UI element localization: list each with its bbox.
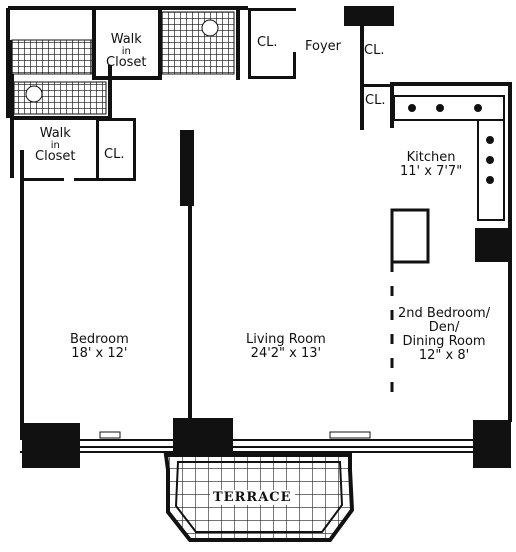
kitchen-size: 11' x 7'7" <box>400 164 463 179</box>
closet-foyer-upper-label: CL. <box>364 43 385 58</box>
den-line2: Den/ <box>428 320 460 335</box>
walk-in-closet-left-line1: Walk <box>39 126 71 141</box>
kitchen-counters <box>393 95 505 221</box>
den-label: 2nd Bedroom/ Den/ Dining Room 12" x 8' <box>398 307 490 363</box>
walk-in-closet-top-line2: in <box>121 46 131 57</box>
living-room-label: Living Room 24'2" x 13' <box>246 333 326 361</box>
exterior-walls <box>6 6 512 468</box>
interior-walls <box>10 8 509 426</box>
den-line1: 2nd Bedroom/ <box>398 306 491 321</box>
hatched-areas <box>11 11 235 115</box>
walk-in-closet-left-label: Walk in Closet <box>35 127 76 164</box>
closet-foyer-lower-label: CL. <box>365 93 386 108</box>
kitchen-label: Kitchen 11' x 7'7" <box>400 151 462 179</box>
closet-left-label: CL. <box>104 147 125 162</box>
closet-top-label: CL. <box>257 35 278 50</box>
bedroom-size: 18' x 12' <box>71 346 128 361</box>
walk-in-closet-top-line1: Walk <box>110 32 142 47</box>
walk-in-closet-top-line3: Closet <box>106 55 147 70</box>
bedroom-name: Bedroom <box>70 332 129 347</box>
walk-in-closet-left-line2: in <box>50 140 60 151</box>
living-room-size: 24'2" x 13' <box>250 346 322 361</box>
walk-in-closet-left-line3: Closet <box>35 149 76 164</box>
living-room-name: Living Room <box>246 332 326 347</box>
bedroom-label: Bedroom 18' x 12' <box>70 333 129 361</box>
kitchen-name: Kitchen <box>406 150 456 165</box>
foyer-label: Foyer <box>305 39 342 54</box>
walk-in-closet-top-label: Walk in Closet <box>106 33 147 70</box>
window-wall <box>20 431 490 453</box>
terrace-label: TERRACE <box>210 490 295 505</box>
den-line3: Dining Room <box>402 334 486 349</box>
den-size: 12" x 8' <box>418 348 470 363</box>
